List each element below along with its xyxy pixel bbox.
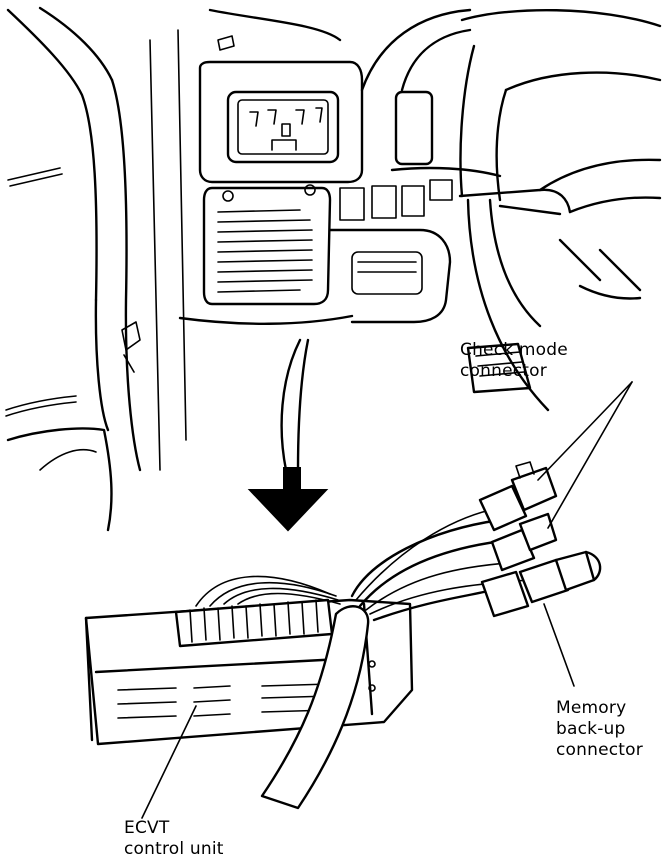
leader-lines <box>141 381 633 819</box>
memory-label-line-3: connector <box>556 740 643 760</box>
dashboard-illustration <box>5 6 662 532</box>
memory-label-line-2: back-up <box>556 719 626 739</box>
location-arrow <box>247 338 329 532</box>
check-mode-connector-label: Check mode connector <box>460 340 568 382</box>
check-mode-label-line-2: connector <box>460 361 547 381</box>
ecvt-label-line-2: control unit <box>124 839 224 859</box>
ecvt-label-line-1: ECVT <box>124 818 170 838</box>
memory-backup-connector <box>480 550 602 618</box>
memory-label-line-1: Memory <box>556 698 627 718</box>
ecvt-control-unit-label: ECVT control unit <box>124 818 224 860</box>
check-mode-connector <box>478 461 558 572</box>
ecvt-control-unit <box>84 509 531 810</box>
memory-backup-connector-label: Memory back-up connector <box>556 698 643 761</box>
check-mode-label-line-1: Check mode <box>460 340 568 360</box>
